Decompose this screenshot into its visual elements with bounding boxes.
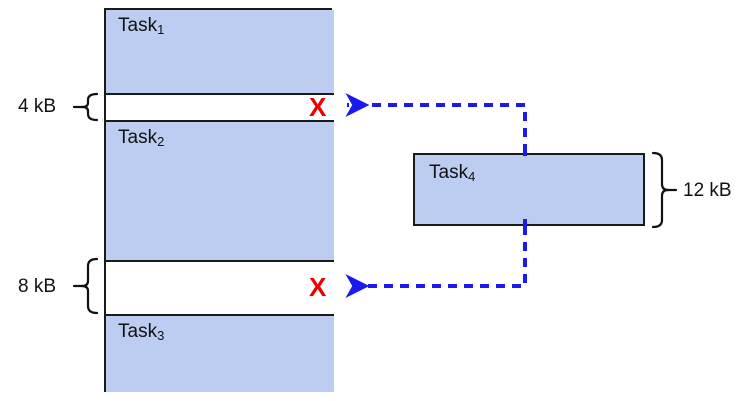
size-label-4kb: 4 kB	[18, 96, 57, 117]
memory-column: Task1 Task2 Task3	[104, 8, 334, 392]
brace-12kb	[651, 151, 678, 229]
brace-4kb	[72, 92, 99, 122]
incoming-task4-box: Task4	[413, 153, 645, 226]
memory-block-task1: Task1	[106, 10, 334, 95]
memory-block-task1-label: Task1	[118, 15, 165, 37]
size-label-8kb: 8 kB	[18, 276, 57, 297]
memory-free-gap-4kb	[106, 95, 334, 120]
memory-block-task2: Task2	[106, 120, 334, 262]
does-not-fit-x-icon-gap-4kb: X	[309, 92, 327, 122]
memory-block-task3: Task3	[106, 314, 334, 392]
connector-task4-to-gap-8kb	[345, 226, 527, 298]
incoming-task4-label: Task4	[429, 162, 476, 184]
memory-block-task3-label: Task3	[118, 321, 165, 343]
connector-task4-to-gap-4kb	[345, 93, 527, 153]
does-not-fit-x-icon-gap-8kb: X	[309, 272, 327, 302]
brace-8kb	[72, 257, 99, 315]
memory-block-task2-label: Task2	[118, 127, 165, 149]
size-label-12kb: 12 kB	[683, 180, 732, 201]
memory-free-gap-8kb	[106, 262, 334, 314]
